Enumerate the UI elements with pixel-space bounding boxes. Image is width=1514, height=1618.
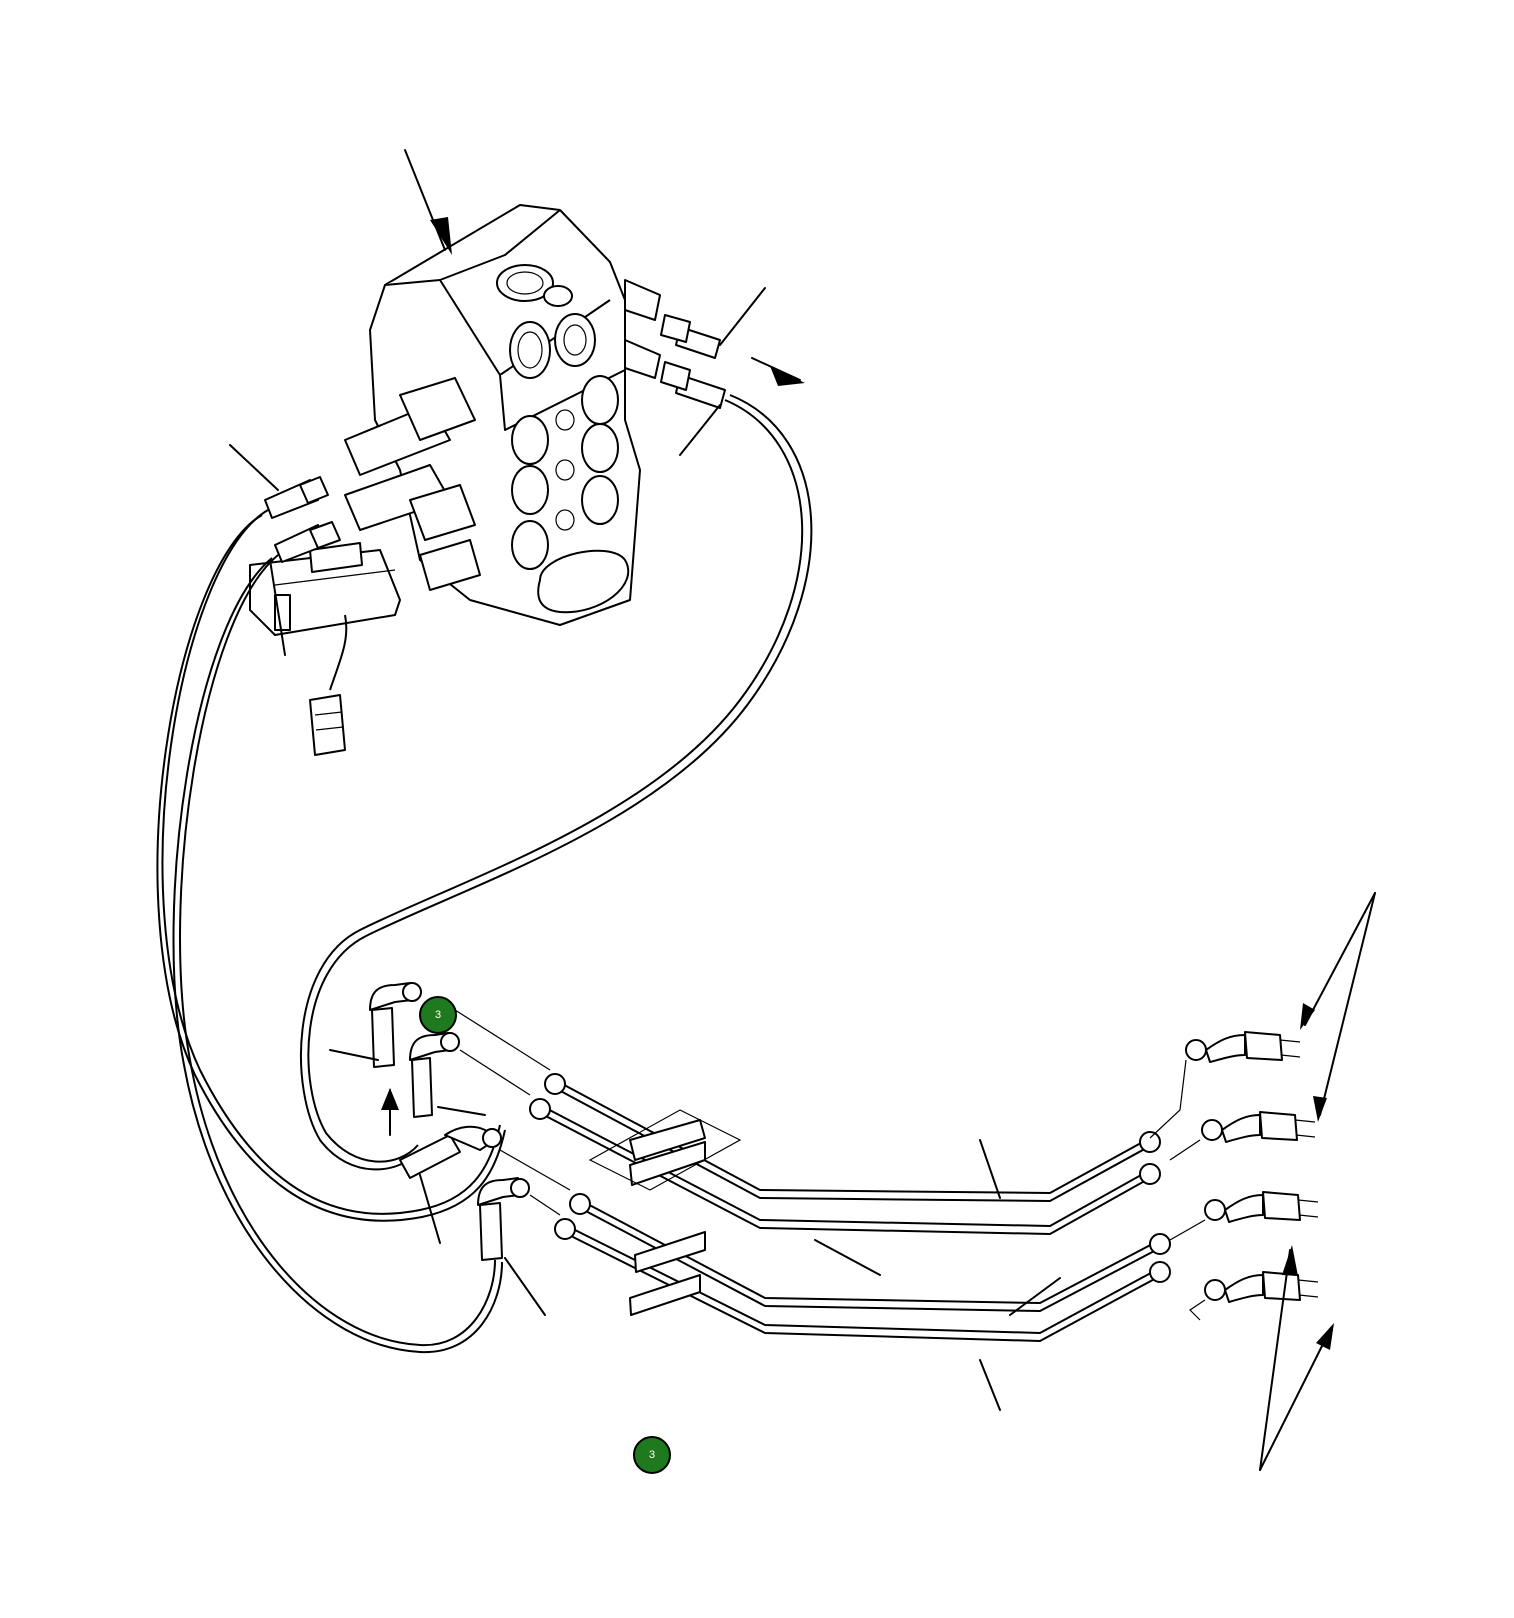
callout-circle-icon: [633, 1436, 671, 1474]
callout-3-upper[interactable]: 3: [419, 996, 457, 1034]
control-valve-block: [344, 204, 661, 626]
callout-circle-icon: [419, 996, 457, 1034]
hose-end-fittings: [454, 1009, 1319, 1321]
steel-tube-lines: [529, 1073, 1171, 1342]
hydraulic-hoses: [156, 394, 813, 1354]
callout-label: 3: [435, 1009, 441, 1021]
callout-label: 3: [649, 1449, 655, 1461]
valve-fittings: [264, 314, 726, 563]
leader-lines: [229, 149, 1376, 1471]
solenoid-actuator: [249, 542, 401, 756]
tube-clamps: [588, 1109, 742, 1316]
callout-3-lower[interactable]: 3: [633, 1436, 671, 1474]
elbow-fittings: [369, 982, 530, 1261]
arrowheads: [381, 217, 1334, 1350]
